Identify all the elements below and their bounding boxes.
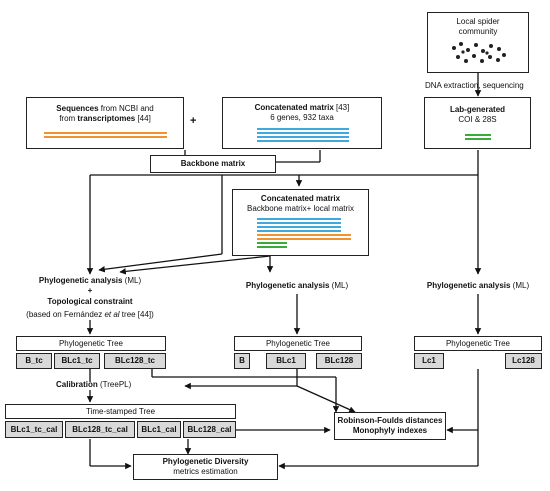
concat-blue-line-4 <box>257 140 349 142</box>
ncbi-sequences-box: Sequences from NCBI and from transcripto… <box>26 97 184 149</box>
left-analysis-label: Phylogenetic analysis (ML) <box>38 276 142 285</box>
pd-line1: Phylogenetic Diversity <box>162 457 249 466</box>
lab-sub: COI & 28S <box>458 115 497 124</box>
merged-orange-line-1 <box>257 234 351 236</box>
concat-blue-line-3 <box>257 136 349 138</box>
merged-orange-line-2 <box>257 238 351 240</box>
concat-title: Concatenated matrix [43] <box>254 103 350 112</box>
right-tree-header: Phylogenetic Tree <box>414 336 542 351</box>
concat-blue-line-2 <box>257 132 349 134</box>
merged-green-line-1 <box>257 242 287 244</box>
tree-cell-b-tc: B_tc <box>16 353 52 369</box>
merged-blue-line-2 <box>257 222 341 224</box>
local-community-box: Local spider community <box>427 12 529 73</box>
merged-blue-line-4 <box>257 230 341 232</box>
concatenated-matrix-box: Concatenated matrix [43] 6 genes, 932 ta… <box>222 97 382 149</box>
calibration-label: Calibration (TreePL) <box>56 380 132 389</box>
tree-cell-blc1-tc: BLc1_tc <box>54 353 100 369</box>
lab-green-line-2 <box>465 138 491 140</box>
pd-line2: metrics estimation <box>173 467 238 476</box>
tree-cell-b: B <box>234 353 250 369</box>
tree-cell-lc128: Lc128 <box>505 353 542 369</box>
tree-cell-lc1: Lc1 <box>414 353 444 369</box>
merged-matrix-box: Concatenated matrix Backbone matrix+ loc… <box>232 189 369 256</box>
mid-analysis-label: Phylogenetic analysis (ML) <box>245 281 349 290</box>
merged-green-line-2 <box>257 246 287 248</box>
merged-blue-line-3 <box>257 226 341 228</box>
left-plus: + <box>87 286 93 295</box>
constraint-note: (based on Fernández et al tree [44]) <box>26 310 154 319</box>
ts-cell-blc128-cal: BLc128_cal <box>183 421 236 438</box>
spiders-icon <box>452 42 506 63</box>
plus-sign: + <box>190 115 197 127</box>
ncbi-line2: from transcriptomes [44] <box>59 114 151 123</box>
mid-tree-header: Phylogenetic Tree <box>234 336 362 351</box>
ts-cell-blc128-tc-cal: BLc128_tc_cal <box>65 421 135 438</box>
local-community-line2: community <box>458 27 498 36</box>
merged-blue-line-1 <box>257 218 341 220</box>
tree-cell-blc128: BLc128 <box>316 353 362 369</box>
concat-blue-line-1 <box>257 128 349 130</box>
dna-extraction-label: DNA extraction, sequencing <box>425 81 524 90</box>
merged-title: Concatenated matrix <box>260 194 341 203</box>
lab-green-line-1 <box>465 134 491 136</box>
phylogenetic-diversity-box: Phylogenetic Diversity metrics estimatio… <box>133 454 278 480</box>
ncbi-orange-line-2 <box>44 136 167 138</box>
lab-title: Lab-generated <box>449 105 506 114</box>
lab-generated-box: Lab-generated COI & 28S <box>424 97 531 149</box>
ncbi-orange-line <box>44 132 167 134</box>
ts-cell-blc1-cal: BLc1_cal <box>137 421 181 438</box>
time-stamped-header: Time-stamped Tree <box>5 404 236 419</box>
ts-cell-blc1-tc-cal: BLc1_tc_cal <box>5 421 63 438</box>
rf-line1: Robinson-Foulds distances <box>337 416 443 425</box>
left-tree-header: Phylogenetic Tree <box>16 336 166 351</box>
backbone-matrix-box: Backbone matrix <box>150 155 276 173</box>
backbone-label: Backbone matrix <box>180 159 246 168</box>
robinson-foulds-box: Robinson-Foulds distances Monophyly inde… <box>334 412 446 440</box>
merged-sub: Backbone matrix+ local matrix <box>247 204 354 213</box>
concat-sub: 6 genes, 932 taxa <box>270 113 334 122</box>
rf-line2: Monophyly indexes <box>352 426 428 435</box>
local-community-line1: Local spider <box>456 17 500 26</box>
tree-cell-blc1: BLc1 <box>266 353 306 369</box>
tree-cell-blc128-tc: BLc128_tc <box>104 353 166 369</box>
right-analysis-label: Phylogenetic analysis (ML) <box>426 281 530 290</box>
topological-constraint: Topological constraint <box>47 297 133 306</box>
ncbi-line1: Sequences from NCBI and <box>56 104 154 113</box>
